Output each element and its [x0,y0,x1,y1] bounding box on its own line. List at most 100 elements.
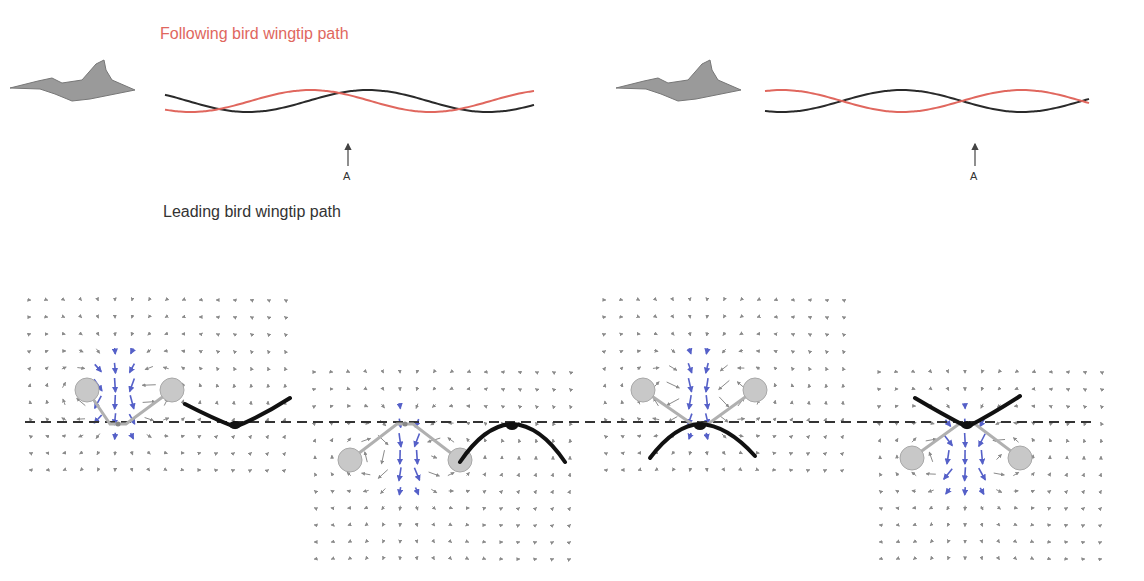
flow-vector [233,452,234,454]
flow-vector [947,450,949,464]
flow-vector [757,299,758,301]
flow-vector [46,333,48,334]
flow-vector [250,299,251,300]
flow-vector [569,388,570,389]
flow-vector [1014,490,1018,491]
flow-vector [896,473,898,476]
flow-vector [284,469,285,471]
flow-vector [131,332,132,335]
flow-vector [314,558,315,559]
flow-vector [97,469,98,471]
flow-vector [930,541,931,542]
flow-vector [1015,524,1017,526]
flow-vector [361,438,370,441]
flow-vector [95,364,101,371]
flow-vector [879,456,880,458]
flow-vector [964,403,966,408]
flow-vector [399,450,401,464]
flow-vector [739,350,743,351]
flow-vector [879,541,880,542]
flow-vector [981,404,983,408]
flow-vector [879,371,880,372]
wingtip-path [765,90,1089,112]
flow-vector [267,435,269,436]
flow-vector [348,524,350,526]
flow-vector [414,468,419,481]
flow-vector [842,333,843,334]
flow-vector [1066,439,1068,441]
flow-vector [415,433,420,446]
flow-vector [29,299,30,300]
flow-vector [182,367,185,369]
flow-vector [148,469,149,471]
flow-vector [450,541,451,542]
flow-vector [114,433,116,440]
flow-vector [689,299,690,301]
flow-vector [148,333,150,335]
flow-vector [182,316,184,317]
flow-vector [672,469,673,471]
flow-vector [946,488,950,494]
flow-vector [347,438,350,442]
flow-vector [964,558,965,559]
flow-vector [165,333,167,335]
flow-vector [825,316,826,318]
flow-vector [331,371,332,372]
flow-vector [1013,438,1018,443]
flow-vector [448,472,454,475]
flow-vector [399,433,401,447]
flow-vector [654,350,658,352]
flow-vector [1032,558,1033,560]
flow-vector [791,384,792,386]
flow-vector [964,450,966,464]
flow-vector [433,388,435,390]
flow-vector [314,507,315,509]
wingtip-path [765,90,1089,112]
flow-vector [46,418,48,420]
flow-vector [825,452,826,454]
flow-vector [638,469,640,471]
flow-vector [879,524,880,525]
flow-vector [314,439,316,441]
flow-vector [484,507,486,509]
flow-vector [284,333,286,334]
flow-vector [347,472,351,475]
flow-vector [896,455,897,459]
flow-vector [928,490,933,492]
flow-vector [131,469,133,471]
flow-vector [896,371,897,372]
flow-vector [929,452,932,462]
flow-vector [621,384,623,387]
flow-vector [535,507,536,508]
flow-vector [1100,473,1101,474]
flow-vector [484,473,485,475]
flow-vector [964,387,965,390]
flow-vector [114,299,115,301]
flow-vector [80,333,82,335]
flow-vector [979,468,986,480]
bird-silhouette [10,60,135,101]
flow-vector [284,316,285,318]
flow-vector [1100,490,1102,491]
flow-vector [1100,388,1101,390]
flow-vector [62,435,66,436]
flow-vector [399,506,401,510]
flow-vector [501,541,502,542]
flow-vector [1083,490,1085,491]
flow-vector [131,348,133,353]
flow-vector [233,401,234,402]
flow-vector [638,316,640,318]
body-dot [116,422,121,427]
flow-vector [518,490,520,491]
flow-vector [535,473,536,474]
flow-vector [62,367,66,369]
flow-vector [1100,422,1102,423]
flow-vector [362,473,371,475]
flow-vector [825,350,827,351]
flow-vector [416,387,418,390]
flow-vector [29,384,31,386]
flow-vector [964,467,966,480]
flow-vector [314,541,315,542]
flow-vector [331,541,332,542]
flow-vector [199,299,200,300]
